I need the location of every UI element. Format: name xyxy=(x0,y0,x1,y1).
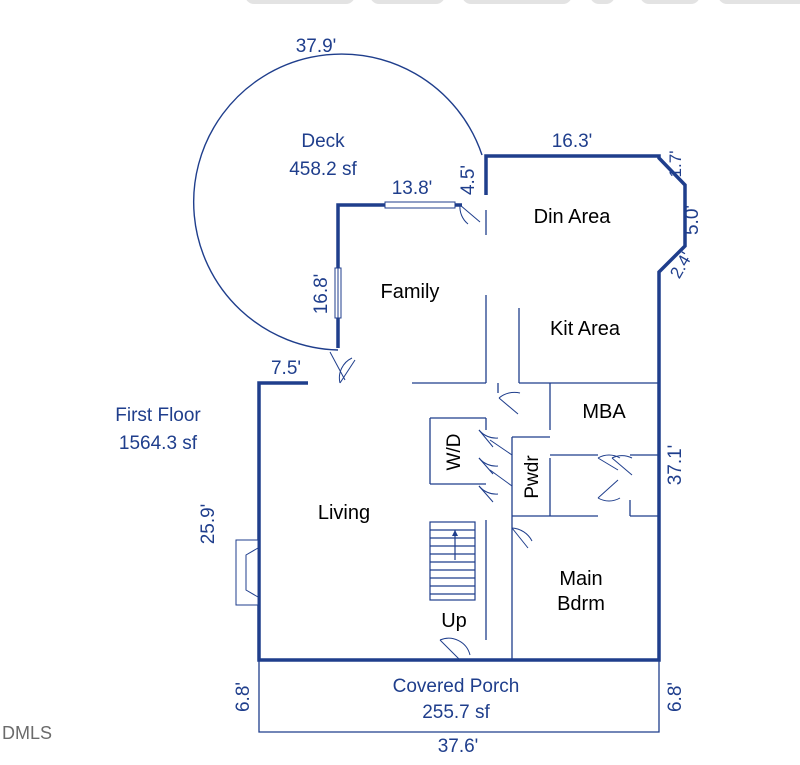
room-main-bdrm-line2: Bdrm xyxy=(557,593,605,615)
dimension-porch-left: 6.8' xyxy=(233,682,254,712)
room-mba: MBA xyxy=(582,401,626,423)
room-din-area: Din Area xyxy=(534,206,612,228)
fireplace xyxy=(235,539,259,606)
porch-area: 255.7 sf xyxy=(422,702,490,723)
top-tab-5 xyxy=(640,0,700,4)
interior-walls xyxy=(412,210,659,660)
room-kit-area: Kit Area xyxy=(550,318,621,340)
deck-area: 458.2 sf xyxy=(289,159,357,180)
top-tab-1 xyxy=(245,0,355,4)
watermark: DMLS xyxy=(2,723,52,743)
arrow-up-icon xyxy=(452,530,458,536)
dimension-family-left: 16.8' xyxy=(311,274,332,315)
top-tab-4 xyxy=(590,0,615,4)
floor-title: First Floor xyxy=(115,405,201,426)
interior-doors xyxy=(439,391,633,661)
top-tab-3 xyxy=(462,0,572,4)
room-main-bdrm-line1: Main xyxy=(559,568,602,590)
dimension-corner-a: 1.7' xyxy=(666,151,685,178)
dimension-porch-right: 6.8' xyxy=(665,682,686,712)
room-family: Family xyxy=(381,281,440,303)
dimension-top-family: 13.8' xyxy=(392,178,433,199)
porch-outline xyxy=(258,660,660,733)
top-tab-2 xyxy=(370,0,445,4)
deck-door xyxy=(329,204,481,384)
dimension-right-side: 37.1' xyxy=(665,445,686,486)
floor-area: 1564.3 sf xyxy=(119,433,198,454)
dimension-top-right: 16.3' xyxy=(552,131,593,152)
family-slider xyxy=(334,201,456,319)
stairs-up-label: Up xyxy=(441,610,467,632)
room-living: Living xyxy=(318,502,370,524)
dimension-corner-b: 5.0' xyxy=(682,205,703,235)
dimension-deck-bottom: 7.5' xyxy=(271,358,301,379)
deck-outline xyxy=(193,53,483,351)
stairs xyxy=(429,521,476,601)
deck-title: Deck xyxy=(301,131,345,152)
room-pwdr: Pwdr xyxy=(522,455,543,499)
room-wd: W/D xyxy=(444,434,465,471)
dimension-left-side: 25.9' xyxy=(198,504,219,545)
dimension-deck-step: 4.5' xyxy=(458,165,479,195)
porch-title: Covered Porch xyxy=(393,676,520,697)
dimension-bottom: 37.6' xyxy=(438,736,479,757)
dimension-corner-c: 2.4' xyxy=(666,249,696,282)
top-tab-6 xyxy=(718,0,800,4)
deck-arc-dimension: 37.9' xyxy=(296,36,337,57)
